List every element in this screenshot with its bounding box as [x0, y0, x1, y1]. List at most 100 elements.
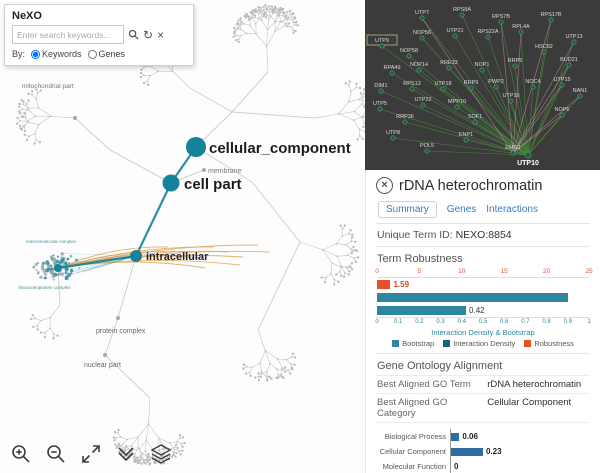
genes-radio[interactable]: Genes	[87, 49, 125, 59]
search-input[interactable]	[12, 25, 124, 44]
cellular-component-label[interactable]: cellular_component	[209, 140, 351, 157]
gene-node-utp7[interactable]	[419, 15, 425, 21]
close-icon[interactable]: ×	[376, 177, 393, 194]
gene-label-utp7[interactable]: UTP7	[415, 10, 429, 16]
gene-node-nop1[interactable]	[479, 67, 485, 73]
gene-label-utp5[interactable]: UTP5	[373, 101, 387, 107]
gene-label-utp21[interactable]: UTP21	[446, 28, 463, 34]
gene-label-utp13[interactable]: UTP13	[565, 34, 582, 40]
gene-label-sof1[interactable]: SOF1	[468, 114, 482, 120]
gene-label-enp1[interactable]: ENP1	[459, 132, 473, 138]
gene-label-rrp36[interactable]: RRP36	[396, 114, 414, 120]
gene-label-utp22[interactable]: UTP22	[414, 97, 431, 103]
gene-label-rrp5[interactable]: RRP5	[508, 58, 523, 64]
tab-genes[interactable]: Genes	[446, 204, 477, 215]
gene-label-kre33[interactable]: KRE33	[440, 60, 457, 66]
intracellular-node[interactable]	[130, 250, 142, 262]
collapse-levels-button[interactable]	[115, 443, 137, 465]
gene-label-rps8a[interactable]: RPS8A	[453, 7, 471, 13]
gene-label-utp10[interactable]: UTP10	[517, 160, 539, 167]
gene-label-nop6[interactable]: NOP6	[555, 107, 570, 113]
gene-label-nop56[interactable]: NOP56	[413, 30, 431, 36]
layers-button[interactable]	[150, 443, 172, 465]
gene-node-dim1[interactable]	[378, 88, 384, 94]
gene-node-rrp36[interactable]	[402, 119, 408, 125]
gene-label-utp18[interactable]: UTP18	[434, 81, 451, 87]
gene-label-utp9[interactable]: UTP9	[375, 38, 389, 44]
gene-node-rps8a[interactable]	[459, 12, 465, 18]
gene-label-nop58[interactable]: NOP58	[400, 48, 418, 54]
cellular-component-node[interactable]	[186, 137, 206, 157]
gene-node-utp18[interactable]	[440, 86, 446, 92]
gene-label-rps7b[interactable]: RPS7B	[492, 14, 510, 20]
gene-node-utp13[interactable]	[571, 39, 577, 45]
gene-node-emg1[interactable]	[510, 150, 516, 156]
gene-node-rpa49[interactable]	[389, 70, 395, 76]
gene-node-rpl4a[interactable]	[518, 29, 524, 35]
gene-node-nop6[interactable]	[559, 112, 565, 118]
tab-summary[interactable]: Summary	[378, 201, 437, 218]
gene-label-nop1[interactable]: NOP1	[475, 62, 490, 68]
gene-node-utp9[interactable]	[379, 43, 385, 49]
gene-label-hsc82[interactable]: HSC82	[535, 44, 553, 50]
ontology-tree-canvas[interactable]: cellular_component cell part intracellul…	[0, 0, 375, 473]
gene-label-dim1[interactable]: DIM1	[374, 83, 387, 89]
gene-node-enp1[interactable]	[463, 137, 469, 143]
search-icon[interactable]	[128, 29, 139, 40]
gene-node-utp16[interactable]	[508, 98, 514, 104]
ribonucleoprotein-complex-label[interactable]: ribonucleoprotein complex	[18, 285, 71, 290]
cell-part-node[interactable]	[162, 174, 180, 192]
macromolecular-complex-label[interactable]: macromolecular complex	[26, 239, 77, 244]
gene-node-rps17b[interactable]	[548, 17, 554, 23]
zoom-out-button[interactable]	[45, 443, 67, 465]
cluster-hub-node[interactable]	[54, 264, 62, 272]
gene-node-utp21[interactable]	[452, 33, 458, 39]
gene-node-rrp5[interactable]	[512, 63, 518, 69]
gene-label-utp8[interactable]: UTP8	[386, 130, 400, 136]
intracellular-label[interactable]: intracellular	[146, 251, 209, 263]
gene-node-utp8[interactable]	[390, 135, 396, 141]
gene-node-utp5[interactable]	[377, 106, 383, 112]
gene-label-pol5[interactable]: POL5	[420, 143, 434, 149]
gene-label-rps13[interactable]: RPS13	[403, 81, 420, 87]
gene-label-emg1[interactable]: EMG1	[505, 145, 521, 151]
gene-label-rps22a[interactable]: RPS22A	[477, 29, 498, 35]
gene-node-rps22a[interactable]	[485, 34, 491, 40]
mitochondrial-part-label[interactable]: mitochondrial part	[22, 83, 74, 90]
clear-icon[interactable]: ×	[157, 27, 165, 42]
gene-node-hsc82[interactable]	[541, 49, 547, 55]
gene-node-bud21[interactable]	[566, 62, 572, 68]
gene-node-nop56[interactable]	[419, 35, 425, 41]
gene-node-sof1[interactable]	[472, 119, 478, 125]
gene-label-noc4[interactable]: NOC4	[525, 79, 540, 85]
gene-node-utp22[interactable]	[420, 102, 426, 108]
gene-label-rpa49[interactable]: RPA49	[383, 65, 400, 71]
gene-node-utp15[interactable]	[559, 82, 565, 88]
membrane-label[interactable]: membrane	[208, 168, 242, 175]
gene-label-utp16[interactable]: UTP16	[502, 93, 519, 99]
gene-label-rrp9[interactable]: RRP9	[464, 80, 479, 86]
tab-interactions[interactable]: Interactions	[486, 204, 538, 215]
gene-node-nan1[interactable]	[577, 93, 583, 99]
gene-node-mpp10[interactable]	[454, 104, 460, 110]
protein-complex-label[interactable]: protein complex	[96, 328, 146, 335]
gene-node-rrp9[interactable]	[468, 85, 474, 91]
gene-label-nop14[interactable]: NOP14	[410, 62, 428, 68]
keywords-radio[interactable]: Keywords	[31, 49, 82, 59]
gene-label-pwp2[interactable]: PWP2	[488, 79, 504, 85]
gene-node-utp10[interactable]	[524, 151, 532, 159]
fit-to-screen-button[interactable]	[80, 443, 102, 465]
gene-label-rps17b[interactable]: RPS17B	[540, 12, 561, 18]
gene-label-utp15[interactable]: UTP15	[553, 77, 570, 83]
gene-node-rps13[interactable]	[409, 86, 415, 92]
gene-node-nop58[interactable]	[406, 53, 412, 59]
gene-node-pol5[interactable]	[424, 148, 430, 154]
nuclear-part-label[interactable]: nuclear part	[84, 362, 121, 369]
cell-part-label[interactable]: cell part	[184, 176, 242, 193]
gene-label-rpl4a[interactable]: RPL4A	[512, 24, 530, 30]
gene-label-bud21[interactable]: BUD21	[560, 57, 578, 63]
gene-node-rps7b[interactable]	[498, 19, 504, 25]
gene-label-mpp10[interactable]: MPP10	[448, 99, 466, 105]
interaction-network-canvas[interactable]: UTP7 RPS8A RPS7B RPS17B UTP9 NOP56 UTP21 RPS22A…	[365, 0, 600, 170]
gene-node-pwp2[interactable]	[493, 84, 499, 90]
